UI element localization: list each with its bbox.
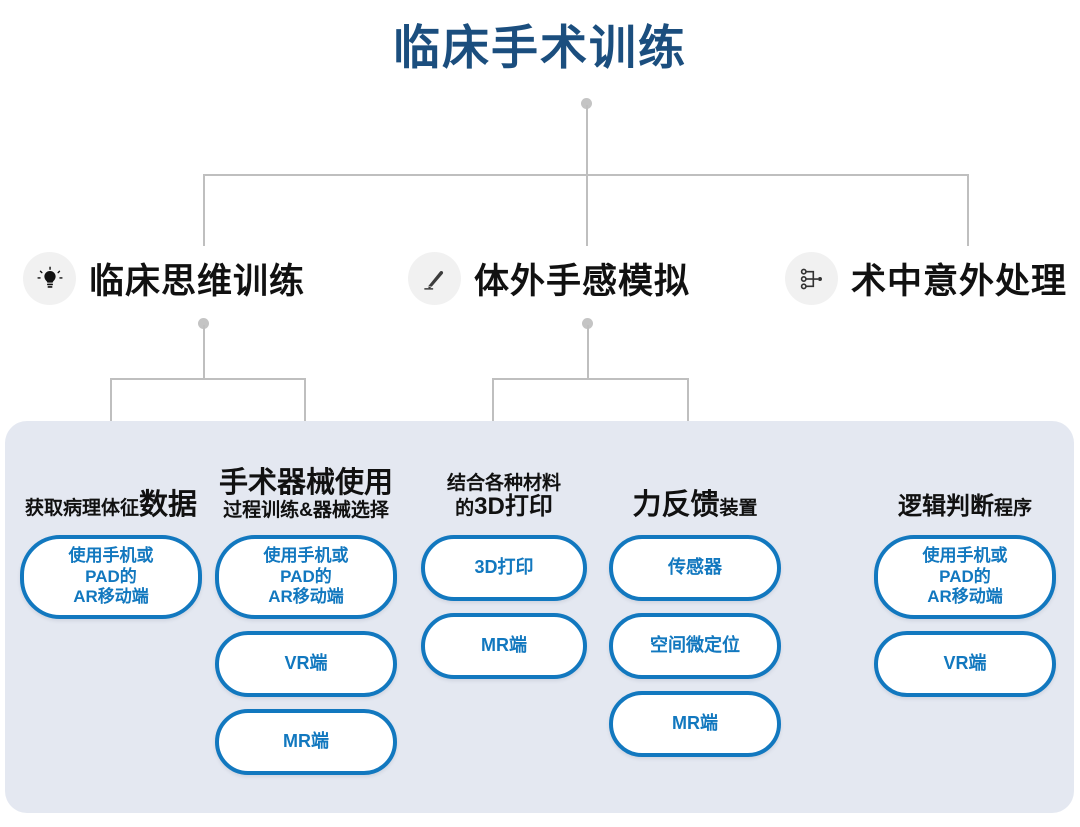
- branch2-drop-left: [492, 378, 494, 456]
- branch1-connector-dot: [198, 318, 209, 329]
- column-heading: 逻辑判断程序: [898, 455, 1032, 521]
- root-connector-dot: [581, 98, 592, 109]
- pill-stack: 3D打印 MR端: [421, 535, 587, 691]
- option-pill[interactable]: VR端: [215, 631, 397, 697]
- branch-label: 临床思维训练: [89, 262, 306, 301]
- column-heading: 手术器械使用过程训练&器械选择: [219, 455, 393, 521]
- branch-haptic-simulation[interactable]: 体外手感模拟: [408, 252, 690, 305]
- column-heading-segment: 手术器械使用: [218, 467, 393, 500]
- column-heading-segment: 获取病理体征: [24, 497, 139, 519]
- column-heading-segment: 程序: [993, 498, 1032, 520]
- column-heading-line: 过程训练&器械选择: [219, 500, 393, 521]
- branch-incident-handling[interactable]: 术中意外处理: [785, 252, 1067, 305]
- branch2-stem-line: [587, 325, 589, 379]
- column-heading-segment: 过程训练&器械选择: [223, 499, 389, 521]
- branch-clinical-thinking[interactable]: 临床思维训练: [23, 252, 305, 305]
- option-pill-label: MR端: [481, 635, 527, 656]
- option-pill[interactable]: 传感器: [609, 535, 781, 601]
- branch1-drop-right: [304, 378, 306, 456]
- level1-drop-middle: [586, 174, 588, 246]
- option-pill-label: MR端: [283, 731, 329, 752]
- column-heading-segment: 装置: [719, 497, 758, 519]
- pill-stack: 传感器空间微定位 MR端: [609, 535, 781, 769]
- root-stem-line: [586, 105, 588, 175]
- option-pill-label: 空间微定位: [650, 635, 740, 656]
- branch-label: 体外手感模拟: [474, 262, 691, 301]
- column-heading-segment: 3D打印: [474, 493, 553, 521]
- option-pill[interactable]: MR端: [215, 709, 397, 775]
- column-force-feedback: 力反馈装置传感器空间微定位 MR端: [607, 455, 783, 769]
- option-pill-label: 传感器: [668, 557, 722, 578]
- option-pill[interactable]: 空间微定位: [609, 613, 781, 679]
- column-heading: 力反馈装置: [632, 455, 757, 521]
- option-pill[interactable]: 3D打印: [421, 535, 587, 601]
- branch2-bus-line: [492, 378, 689, 380]
- option-pill[interactable]: MR端: [421, 613, 587, 679]
- branch-label: 术中意外处理: [851, 262, 1068, 301]
- column-heading-line: 结合各种材料: [447, 473, 561, 494]
- column-heading-line: 获取病理体征数据: [25, 489, 197, 521]
- branch1-bus-line: [110, 378, 306, 380]
- level1-drop-left: [203, 174, 205, 246]
- column-heading-line: 手术器械使用: [219, 467, 393, 499]
- branch1-stem-line: [203, 325, 205, 379]
- column-heading-line: 力反馈装置: [632, 489, 757, 521]
- page-title: 临床手术训练: [393, 21, 687, 74]
- level1-drop-right: [967, 174, 969, 246]
- branch2-connector-dot: [582, 318, 593, 329]
- column-heading-segment: 结合各种材料: [446, 472, 561, 494]
- branch2-drop-right: [687, 378, 689, 456]
- lightbulb-icon: [23, 252, 76, 305]
- column-heading-segment: 逻辑判断: [897, 493, 994, 521]
- option-pill[interactable]: MR端: [609, 691, 781, 757]
- column-heading-segment: 数据: [139, 488, 198, 521]
- branch1-drop-left: [110, 378, 112, 456]
- column-heading-segment: 的: [455, 498, 475, 520]
- option-pill-label: 3D打印: [474, 557, 534, 578]
- option-pill-label: VR端: [284, 653, 328, 674]
- scalpel-icon: [408, 252, 461, 305]
- option-pill[interactable]: VR端: [874, 631, 1056, 697]
- column-heading: 获取病理体征数据: [25, 455, 197, 521]
- node-tree-icon: [785, 252, 838, 305]
- option-pill-label: MR端: [672, 713, 718, 734]
- option-pill-label: VR端: [943, 653, 987, 674]
- column-heading-line: 逻辑判断程序: [897, 493, 1032, 521]
- column-heading-segment: 力反馈: [632, 488, 720, 521]
